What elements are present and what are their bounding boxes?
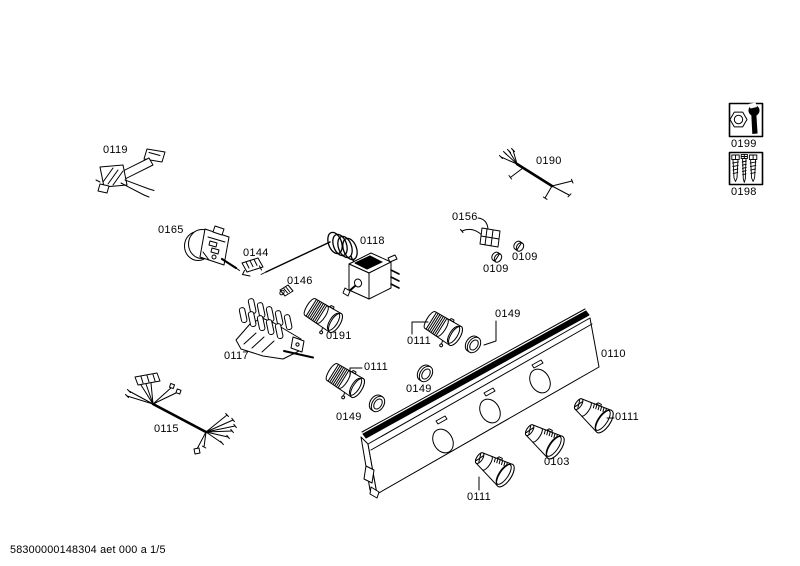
legend-label-0199: 0199 — [731, 138, 757, 150]
part-0190-harness — [499, 148, 574, 200]
part-0149-ring-c — [366, 391, 388, 415]
part-0149-ring-b — [414, 361, 436, 385]
legend-label-0198: 0198 — [731, 186, 757, 198]
wrench-and-nut-icon — [729, 102, 760, 134]
part-label-0119: 0119 — [103, 144, 128, 156]
part-0149-ring-a — [462, 332, 484, 356]
part-label-0109-a: 0109 — [512, 251, 538, 263]
part-0115-harness — [125, 372, 237, 455]
part-0165-motor — [184, 225, 240, 271]
part-label-0117: 0117 — [224, 350, 249, 362]
part-label-0111-bottom: 0111 — [467, 491, 492, 503]
part-0144-bracket — [241, 257, 264, 277]
part-label-0190: 0190 — [536, 155, 562, 167]
part-label-0110: 0110 — [601, 348, 626, 360]
part-label-0103: 0103 — [544, 456, 570, 468]
part-label-0191: 0191 — [326, 330, 352, 342]
part-label-0111-b: 0111 — [364, 361, 389, 373]
part-label-0144: 0144 — [243, 247, 269, 259]
part-0111-switch-b — [319, 359, 369, 406]
document-number: 58300000148304 aet 000 a 1/5 — [10, 544, 166, 556]
part-label-0149-a: 0149 — [495, 308, 521, 320]
part-label-0111-a: 0111 — [407, 335, 432, 347]
part-0117-terminal-block — [235, 298, 314, 360]
part-0156-switch — [460, 217, 501, 248]
leader-lines — [349, 320, 615, 491]
part-label-0109-b: 0109 — [483, 263, 509, 275]
part-label-0118: 0118 — [360, 235, 385, 247]
part-0146-pin — [279, 284, 294, 297]
part-label-0149-c: 0149 — [336, 411, 362, 423]
part-0111-knob-bottom — [469, 445, 519, 491]
legend-fasteners-box — [728, 151, 764, 186]
screws-icon — [731, 153, 758, 183]
part-0119-bracket — [95, 148, 166, 198]
part-label-0149-b: 0149 — [406, 383, 432, 395]
part-label-0111-right: 0111 — [615, 411, 640, 423]
part-0110-control-panel — [360, 308, 600, 499]
legend-tools-box — [728, 102, 764, 138]
part-0118-thermostat — [260, 231, 400, 300]
part-0111-knob-right — [568, 391, 618, 437]
part-label-0156: 0156 — [452, 211, 478, 223]
part-0109-sleeve-b — [489, 250, 504, 265]
part-label-0115: 0115 — [154, 423, 179, 435]
part-label-0165: 0165 — [158, 224, 184, 236]
part-label-0146: 0146 — [287, 275, 313, 287]
